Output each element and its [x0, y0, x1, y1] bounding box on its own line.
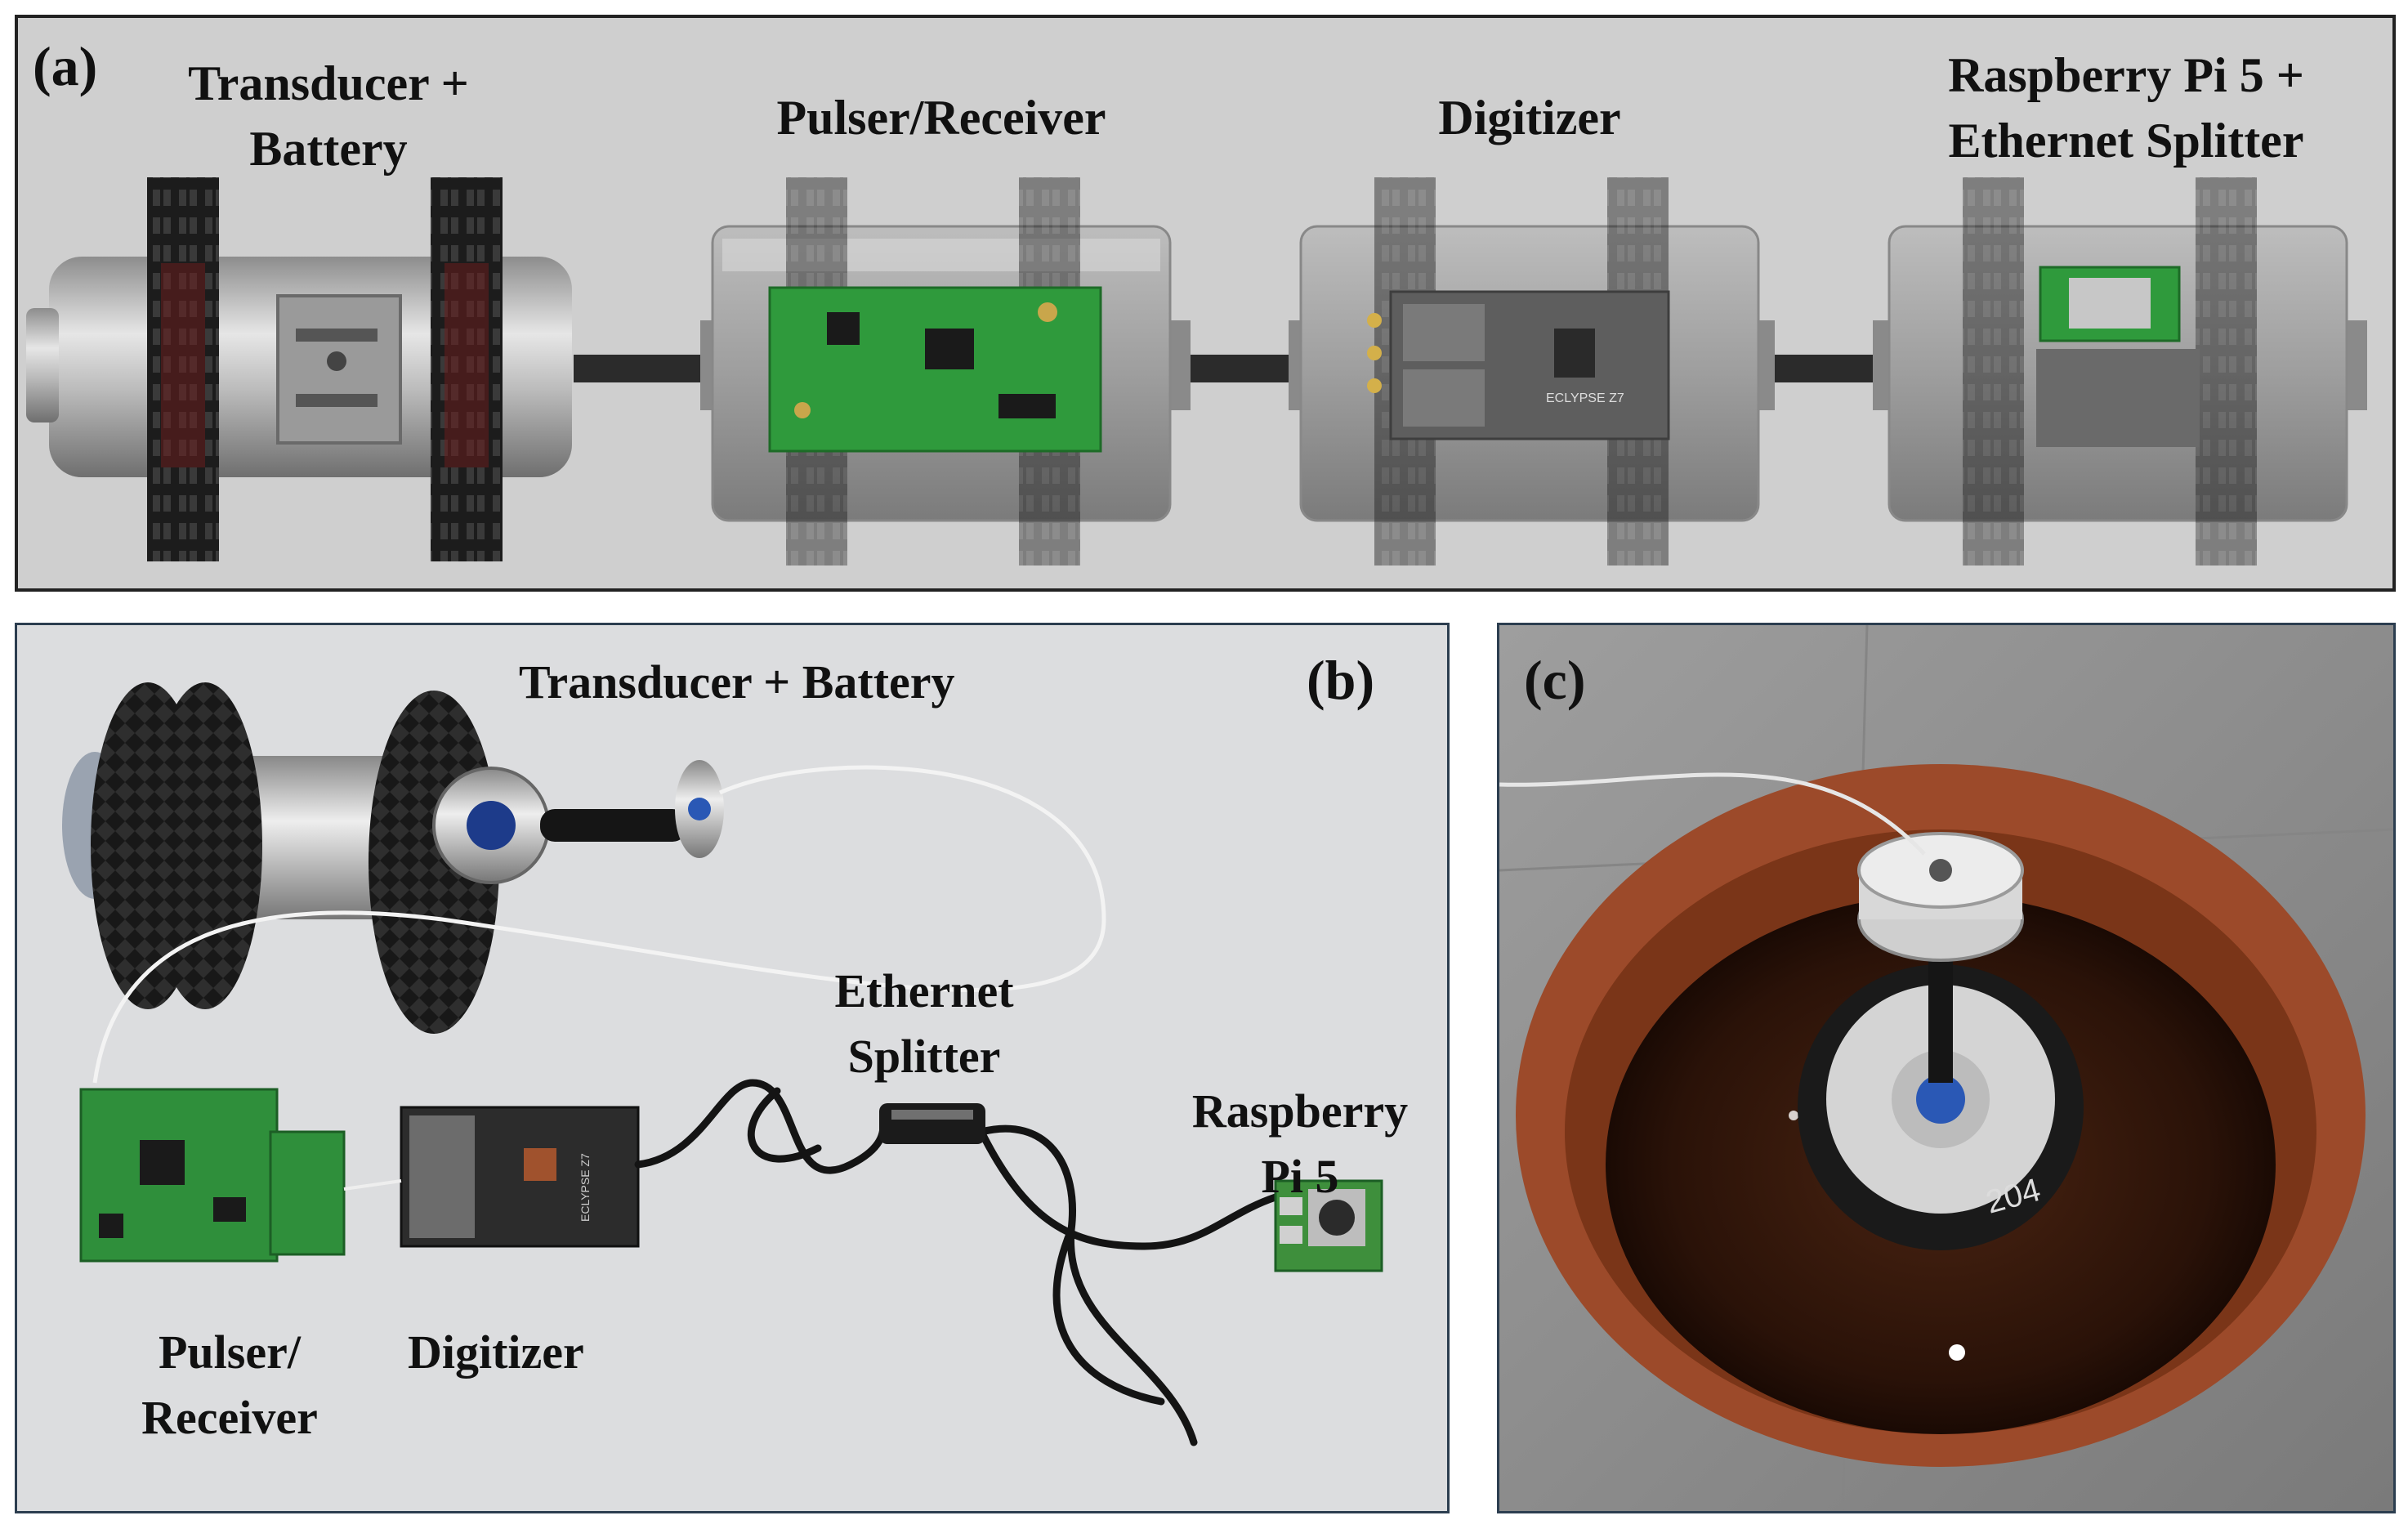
raspberry-pi-module	[1873, 177, 2367, 566]
label-pulser-receiver-line1: Pulser/	[159, 1326, 301, 1379]
label-digitizer: Digitizer	[408, 1326, 584, 1379]
shaft	[1767, 355, 1885, 382]
panel-a-render: ECLYPSE Z7	[26, 177, 2367, 566]
digitizer-board-text: ECLYPSE Z7	[1546, 391, 1624, 405]
panel-c: 204 (c)	[1497, 623, 2396, 1513]
pulser-receiver-module	[700, 177, 1191, 566]
digitizer-board: ECLYPSE Z7	[400, 1106, 640, 1248]
label-transducer-battery-line2: Battery	[249, 122, 408, 176]
ethernet-splitter	[879, 1103, 985, 1144]
label-transducer-battery: Transducer + Battery	[519, 655, 955, 709]
digitizer-board-text: ECLYPSE Z7	[579, 1153, 592, 1222]
label-digitizer: Digitizer	[1438, 91, 1621, 145]
label-raspberry-pi-splitter: Raspberry Pi 5 + Ethernet Splitter	[1897, 42, 2355, 173]
transducer-cable	[92, 765, 1106, 1084]
shaft	[1178, 355, 1301, 382]
panel-a-tag: (a)	[33, 35, 98, 97]
panel-b: ECLYPSE Z7 (b) Transducer + Battery Ethe…	[15, 623, 1450, 1513]
transducer-battery-module	[26, 177, 572, 561]
board-link-cable	[343, 1179, 402, 1191]
ethernet-splitter-body	[2036, 349, 2200, 447]
label-pulser-receiver-line2: Receiver	[141, 1391, 318, 1444]
panel-b-tag: (b)	[1307, 649, 1375, 711]
digitizer-module: ECLYPSE Z7	[1289, 177, 1775, 566]
label-transducer-battery: Transducer + Battery	[141, 51, 516, 181]
label-ethernet-splitter-line2: Splitter	[847, 1030, 1001, 1083]
label-ethernet-splitter: Ethernet Splitter	[785, 959, 1063, 1089]
label-ethernet-splitter-line1: Ethernet	[834, 964, 1014, 1017]
probe-cable	[1499, 772, 1926, 856]
panel-b-photo: ECLYPSE Z7	[62, 682, 1383, 1446]
pulser-receiver-board	[79, 1088, 346, 1263]
label-raspberry-pi-line2: Pi 5	[1261, 1150, 1339, 1203]
label-raspberry-pi: Raspberry Pi 5	[1177, 1079, 1423, 1209]
ethernet-cables	[634, 1079, 1280, 1446]
label-pulser-receiver: Pulser/ Receiver	[99, 1320, 360, 1451]
label-pulser-receiver: Pulser/Receiver	[776, 91, 1106, 145]
label-transducer-battery-line1: Transducer +	[188, 56, 469, 110]
label-raspberry-pi-line1: Raspberry	[1191, 1084, 1409, 1138]
panel-a: ECLYPSE Z7 (a) Transducer + Battery Puls…	[15, 15, 2396, 592]
raspberry-pi-board	[1274, 1179, 1383, 1272]
panel-c-photo: 204	[1499, 625, 2393, 1511]
label-raspberry-pi-splitter-line2: Ethernet Splitter	[1948, 114, 2304, 168]
panel-c-tag: (c)	[1524, 649, 1586, 711]
label-raspberry-pi-splitter-line1: Raspberry Pi 5 +	[1948, 48, 2304, 102]
transducer-battery-robot	[62, 682, 724, 1034]
